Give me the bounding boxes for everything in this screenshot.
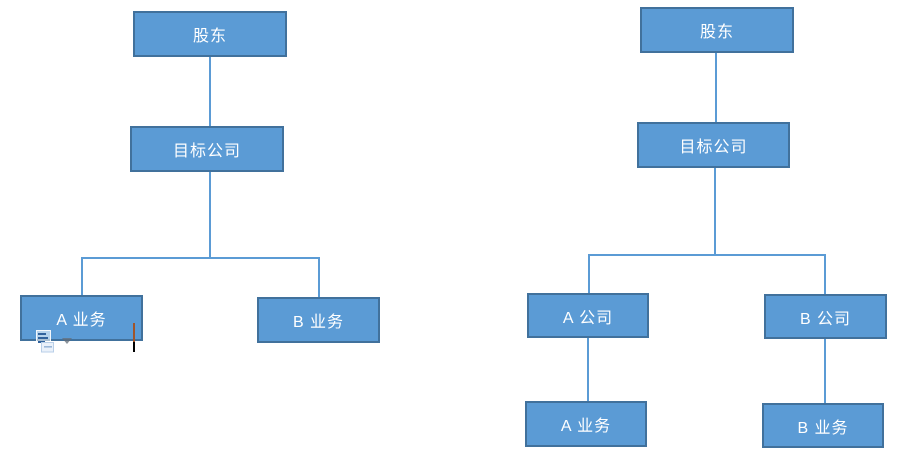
text-insertion-caret — [133, 323, 135, 352]
node-left-shareholder-label: 股东 — [192, 28, 227, 45]
node-right-shareholder-label: 股东 — [699, 24, 734, 41]
node-left-business-b[interactable]: B 业务 — [257, 297, 380, 343]
connector-right-company-a-business-a — [587, 338, 589, 401]
connector-right-branch-horizontal — [588, 254, 826, 256]
caret-over-shape-segment — [133, 323, 135, 342]
paste-options-icon — [36, 330, 55, 358]
connector-right-shareholder-target — [715, 53, 717, 122]
node-right-target-company[interactable]: 目标公司 — [637, 122, 790, 168]
node-right-company-a[interactable]: A 公司 — [527, 293, 649, 338]
node-right-shareholder[interactable]: 股东 — [640, 7, 794, 53]
node-right-company-a-label: A 公司 — [562, 309, 614, 327]
connector-left-drop-business-b — [318, 257, 320, 297]
node-left-business-b-label: B 业务 — [292, 314, 345, 331]
connector-left-target-branch — [209, 172, 211, 258]
connector-left-drop-business-a — [81, 257, 83, 295]
node-right-target-company-label: 目标公司 — [679, 139, 748, 156]
connector-right-target-branch — [714, 168, 716, 255]
node-right-business-b[interactable]: B 业务 — [762, 403, 884, 448]
node-left-target-company-label: 目标公司 — [172, 143, 241, 160]
connector-right-drop-company-b — [824, 254, 826, 294]
paste-options-button[interactable] — [34, 328, 74, 354]
connector-right-company-b-business-b — [824, 339, 826, 403]
node-right-business-a-label: A 业务 — [560, 418, 612, 435]
node-left-business-a-label: A 业务 — [56, 312, 107, 329]
chevron-down-icon[interactable] — [62, 338, 72, 344]
node-right-company-b-label: B 公司 — [799, 310, 852, 328]
node-left-shareholder[interactable]: 股东 — [133, 11, 287, 57]
connector-right-drop-company-a — [588, 254, 590, 293]
caret-over-page-segment — [133, 342, 135, 352]
connector-left-shareholder-target — [209, 57, 211, 126]
node-right-business-b-label: B 业务 — [797, 419, 849, 437]
node-left-target-company[interactable]: 目标公司 — [130, 126, 284, 172]
node-right-business-a[interactable]: A 业务 — [525, 401, 647, 447]
node-right-company-b[interactable]: B 公司 — [764, 294, 887, 339]
connector-left-branch-horizontal — [81, 257, 320, 259]
